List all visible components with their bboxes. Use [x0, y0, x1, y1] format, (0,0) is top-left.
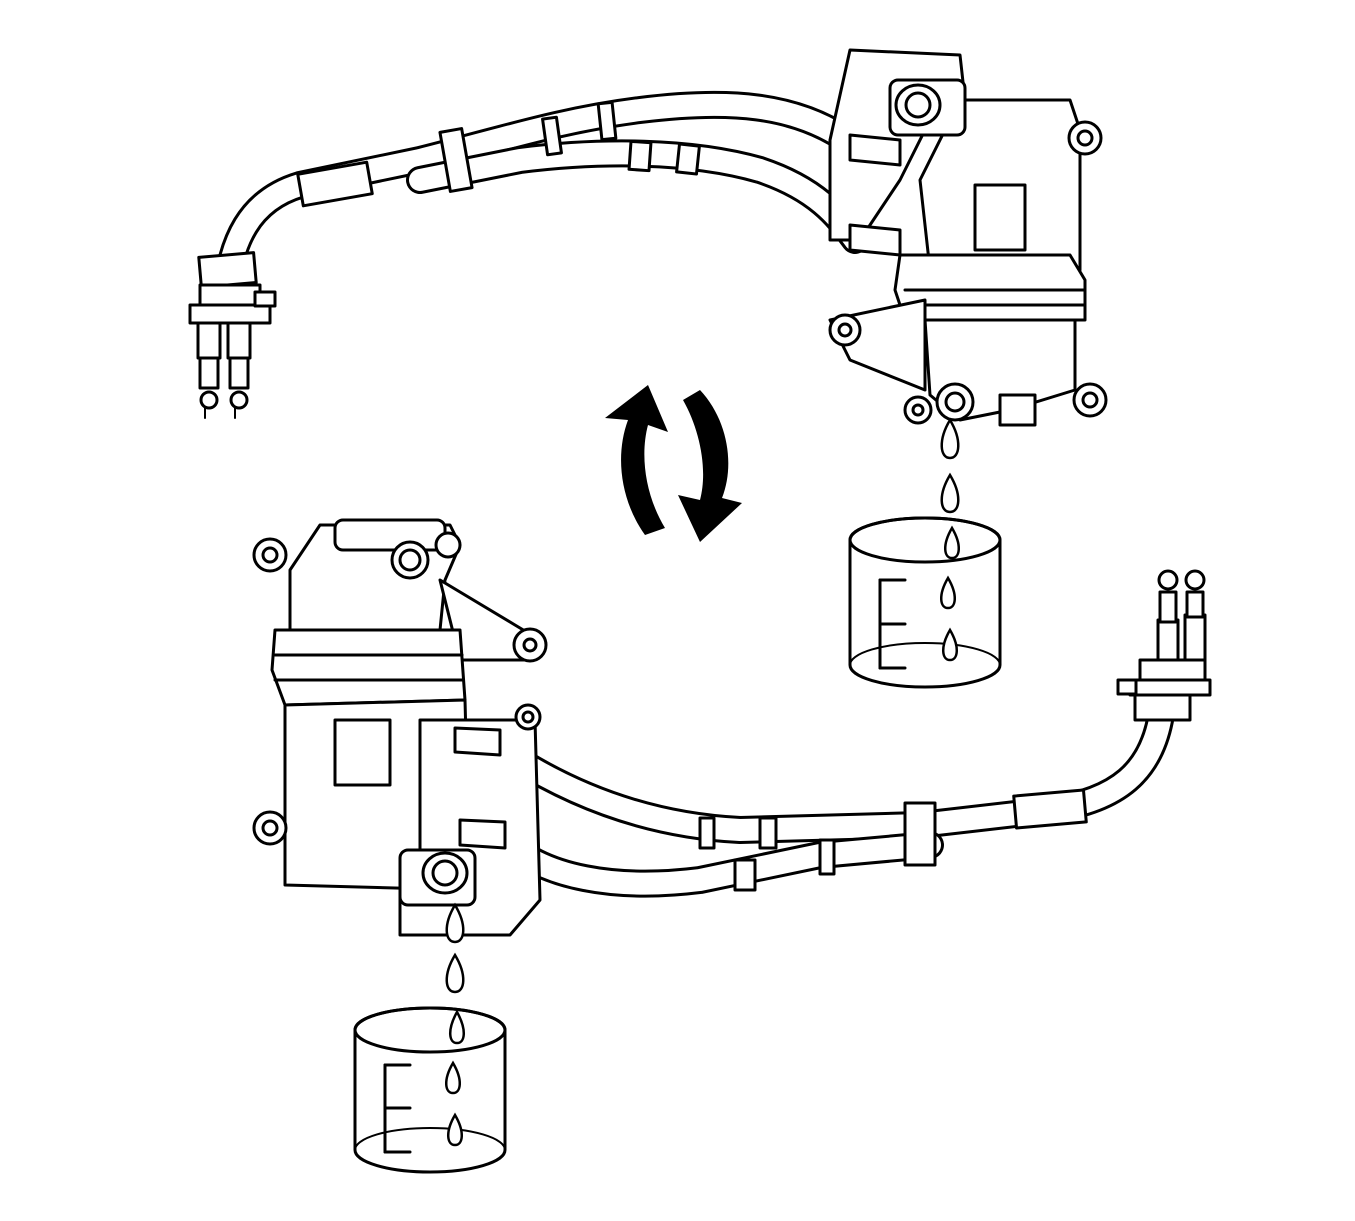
- measuring-cup-icon: [848, 516, 1002, 689]
- upper-compressor-body: [828, 48, 1108, 427]
- oil-drop-icon: [445, 902, 465, 944]
- upper-wiring-connector: [188, 283, 277, 419]
- oil-drop-icon: [449, 1009, 465, 1045]
- upper-oil-drops: [940, 417, 960, 514]
- measuring-cup-icon: [353, 1006, 507, 1174]
- oil-drop-icon: [944, 525, 960, 560]
- oil-drop-icon: [942, 627, 958, 662]
- oil-drop-icon: [445, 952, 465, 994]
- upper-compressor-assembly: [188, 48, 1108, 689]
- oil-drop-icon: [447, 1112, 463, 1147]
- oil-drop-icon: [940, 575, 956, 610]
- lower-compressor-assembly: [252, 518, 1212, 1174]
- lower-hose-pair: [481, 688, 1192, 898]
- oil-drop-icon: [940, 472, 960, 514]
- rotate-arrows-icon: [605, 385, 742, 542]
- lower-wiring-connector: [1116, 569, 1212, 697]
- oil-drop-icon: [940, 417, 960, 460]
- lower-compressor-body: [252, 518, 548, 937]
- oil-drop-icon: [445, 1060, 461, 1095]
- upper-hose-pair: [197, 90, 874, 314]
- lower-oil-drops: [445, 902, 465, 994]
